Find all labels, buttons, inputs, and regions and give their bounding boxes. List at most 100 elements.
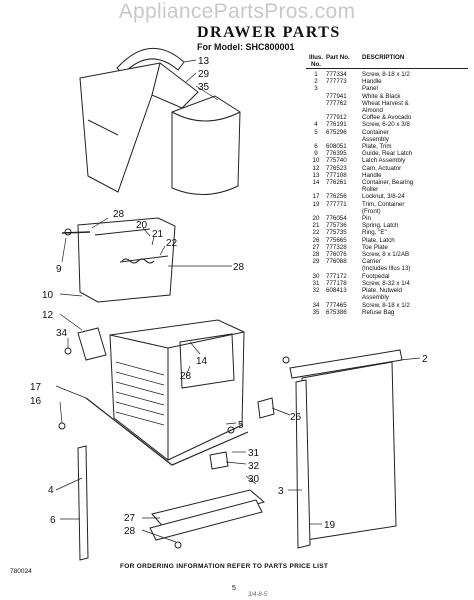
part-no: 777334	[326, 71, 347, 78]
table-row: 777912 Coffee & Avocado	[306, 114, 468, 121]
cam-actuator-shape	[77, 327, 107, 361]
handwritten-mark: 3/4-8-5	[248, 592, 268, 598]
description: Toe Plate	[362, 243, 388, 251]
illus-no: 13	[312, 171, 320, 179]
callout-3: 3	[278, 486, 284, 497]
part-no: 675296	[326, 128, 347, 136]
part-no: 777328	[326, 243, 347, 251]
callout-32: 32	[248, 461, 260, 472]
callout-20: 20	[136, 220, 148, 231]
part-no: 776054	[326, 215, 347, 223]
callout-22: 22	[166, 238, 178, 249]
model-line: For Model: SHC800001	[197, 42, 295, 52]
description: Plate, Latch	[362, 236, 395, 244]
callout-2: 2	[422, 354, 428, 365]
description: Spring, Latch	[362, 222, 399, 230]
part-no: 776523	[326, 164, 347, 172]
part-no: 776076	[326, 251, 347, 259]
illus-no: 2	[314, 78, 318, 86]
illus-no: 9	[314, 150, 318, 158]
part-no: 777773	[326, 78, 347, 86]
callout-12: 12	[42, 310, 54, 321]
callout-30: 30	[248, 474, 260, 485]
part-no: 776256	[326, 193, 347, 201]
table-row: 19 777771 Trim, Container	[306, 201, 468, 208]
table-row: (Front)	[306, 208, 468, 215]
description: Plate, Trim	[362, 143, 392, 151]
callout-27: 27	[124, 513, 136, 524]
table-row: Assembly	[306, 294, 468, 301]
description: White & Black	[362, 92, 401, 100]
description: Plate, Nutweld	[362, 287, 402, 295]
callout-19: 19	[324, 520, 336, 531]
illus-no: 3	[314, 85, 318, 93]
part-no: 777771	[326, 200, 347, 208]
description: Pin	[362, 215, 371, 223]
container-assembly-shape	[109, 319, 245, 461]
description: Footpedal	[362, 272, 390, 280]
description: Trim, Container	[362, 200, 405, 208]
header-description: DESCRIPTION	[362, 54, 405, 61]
part-no: 776261	[326, 179, 347, 187]
table-row: Roller	[306, 186, 468, 193]
description: Coffee & Avocado	[362, 114, 412, 122]
part-no: 777172	[326, 272, 347, 280]
callout-28-lower: 28	[124, 526, 136, 537]
trim-container-shape	[295, 379, 311, 549]
illus-no: 21	[312, 222, 320, 230]
part-no: 608413	[326, 287, 347, 295]
page-title: DRAWER PARTS	[197, 24, 341, 41]
description: Cam, Actuator	[362, 164, 402, 172]
table-row: (Includes Illus 13)	[306, 265, 468, 272]
table-row: 27 777328 Toe Plate	[306, 244, 468, 251]
part-no: 776088	[326, 258, 347, 266]
illus-no: 31	[312, 279, 320, 287]
document-code: 780024	[10, 568, 32, 575]
description: Handle	[362, 171, 382, 179]
callout-6: 6	[50, 515, 56, 526]
page-number: 5	[232, 585, 236, 592]
description: Assembly	[362, 135, 389, 143]
description: Assembly	[362, 294, 389, 302]
illus-no: 27	[312, 243, 320, 251]
description: Screw, 8-18 x 1/2	[362, 71, 410, 78]
callout-35: 35	[198, 82, 210, 93]
illus-no: 17	[312, 193, 320, 201]
description: Latch Assembly	[362, 157, 406, 165]
illus-no: 1	[314, 71, 318, 78]
illus-no: 29	[312, 258, 320, 266]
description: Wheat Harvest &	[362, 99, 409, 107]
description: Panel	[362, 85, 378, 93]
part-no: 775740	[326, 157, 347, 165]
leader-lines	[55, 59, 421, 543]
description: Almond	[362, 107, 383, 115]
table-row: 1 777334 Screw, 8-18 x 1/2	[306, 71, 468, 78]
callout-28-right: 28	[233, 262, 245, 273]
part-no: 777912	[326, 114, 347, 122]
description: Container, Bearing	[362, 179, 414, 187]
callout-28-mid: 28	[180, 371, 192, 382]
callout-31: 31	[248, 448, 260, 459]
refuse-bag-shape	[171, 95, 241, 196]
callout-13: 13	[198, 56, 210, 67]
trim-plate-shape	[77, 445, 89, 561]
callout-14: 14	[196, 356, 208, 367]
front-panel-shape	[301, 361, 397, 541]
callout-5: 5	[238, 420, 244, 431]
part-no: 777465	[326, 301, 347, 309]
illus-no: 19	[312, 200, 320, 208]
